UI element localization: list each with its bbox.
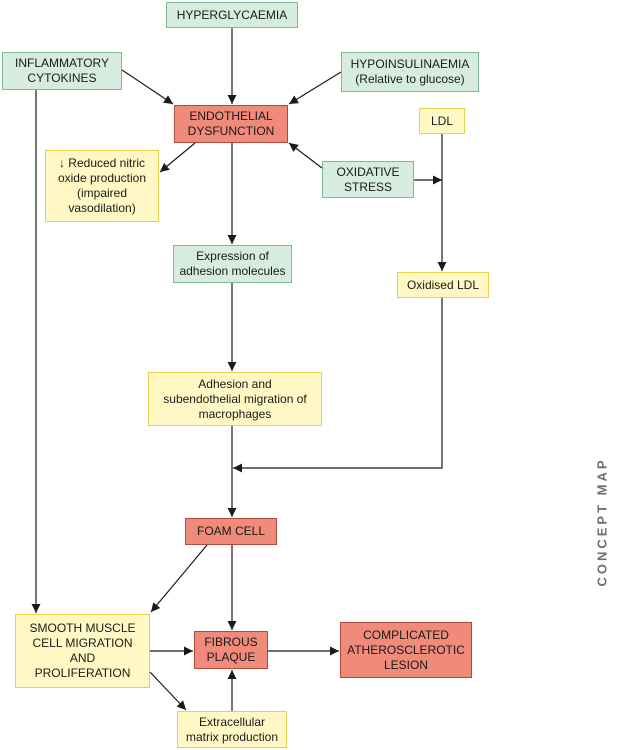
node-text-line: CYTOKINES xyxy=(27,71,97,85)
arrow-oxidative-to-endothelial xyxy=(288,142,323,169)
node-text-line: LESION xyxy=(383,657,428,672)
arrow-endothelial-to-nitric-oxide xyxy=(159,142,196,173)
oxidised-ldl-box: Oxidised LDL xyxy=(397,272,489,298)
arrow-foam-cell-to-smooth-muscle xyxy=(150,544,208,613)
node-text-line: FIBROUS xyxy=(204,635,258,649)
node-text-line: PROLIFERATION xyxy=(34,666,131,680)
node-text-line: subendothelial migration of xyxy=(163,391,307,406)
node-text-line: Extracellular xyxy=(198,714,266,729)
node-text-line: ENDOTHELIAL xyxy=(189,109,273,123)
node-text-line: ↓ Reduced nitric xyxy=(58,156,146,170)
node-text-line: Adhesion and xyxy=(198,376,272,391)
foam-cell-box: FOAM CELL xyxy=(185,518,277,545)
node-text-line: macrophages xyxy=(198,406,272,421)
node-text-line: OXIDATIVE xyxy=(336,164,400,179)
node-text-line: (impaired xyxy=(76,186,127,200)
arrow-oxidised-ldl-to-merge xyxy=(233,298,443,473)
node-text-line: PLAQUE xyxy=(206,650,256,664)
node-text-line: (Relative to glucose) xyxy=(355,72,465,86)
concept-map-label: CONCEPT MAP xyxy=(594,457,610,587)
arrow-smooth-muscle-to-matrix xyxy=(149,671,187,711)
node-text-line: adhesion molecules xyxy=(179,264,286,278)
node-text-line: vasodilation) xyxy=(68,201,136,215)
node-text-line: CELL MIGRATION xyxy=(32,636,133,650)
node-text-line: ATHEROSCLEROTIC xyxy=(347,642,465,657)
node-text-line: COMPLICATED xyxy=(363,627,449,642)
node-text-line: HYPERGLYCAEMIA xyxy=(176,7,288,22)
node-text-line: FOAM CELL xyxy=(196,524,265,538)
node-text-line: DYSFUNCTION xyxy=(187,124,275,138)
node-text-line: LDL xyxy=(430,113,453,128)
node-text-line: INFLAMMATORY xyxy=(14,56,109,70)
node-text-line: HYPOINSULINAEMIA xyxy=(350,57,470,71)
node-text-line: SMOOTH MUSCLE xyxy=(29,621,136,635)
node-text-line: STRESS xyxy=(343,179,392,194)
arrow-hypoinsulinaemia-to-endothelial xyxy=(288,71,342,105)
node-text-line: matrix production xyxy=(185,729,279,744)
arrow-cytokines-to-endothelial xyxy=(121,69,174,105)
hyperglycaemia-box: HYPERGLYCAEMIA xyxy=(166,2,298,28)
node-text-line: AND xyxy=(69,651,96,665)
hypoinsulinaemia-box: HYPOINSULINAEMIA(Relative to glucose) xyxy=(341,52,479,92)
ldl-box: LDL xyxy=(419,108,465,134)
node-text-line: Oxidised LDL xyxy=(406,277,480,292)
node-text-line: Expression of xyxy=(196,249,269,263)
node-text-line: oxide production xyxy=(57,171,147,185)
